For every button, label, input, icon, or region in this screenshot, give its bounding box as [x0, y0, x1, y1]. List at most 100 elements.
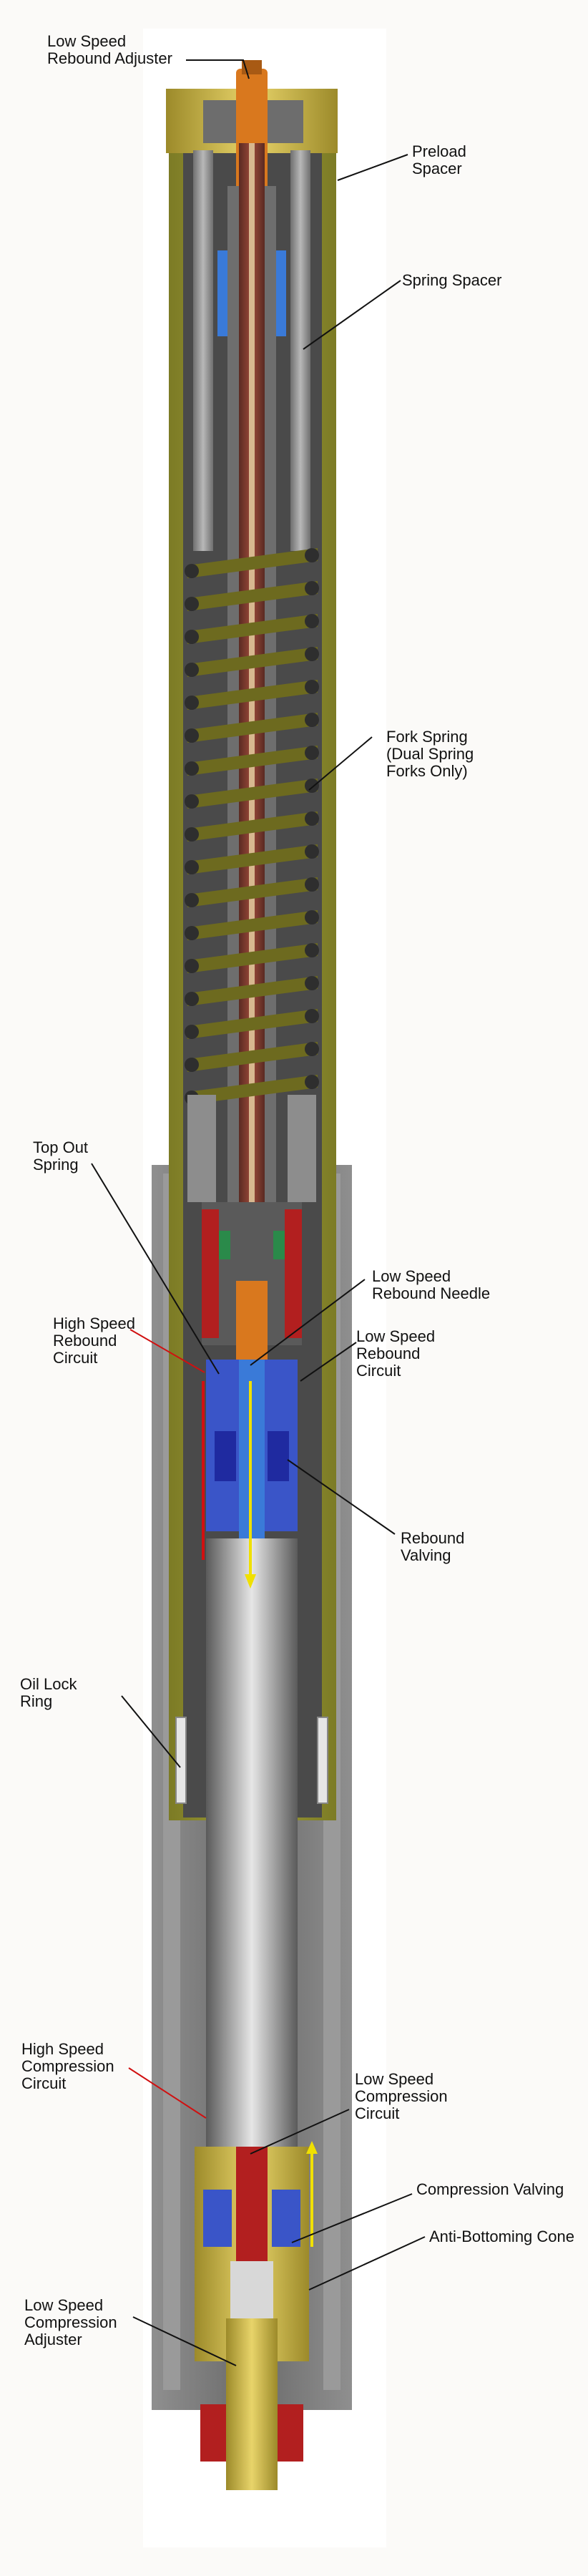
label-preload-spacer: Preload Spacer: [412, 142, 466, 177]
spring-coil: [187, 548, 318, 578]
leader-oil-lock-ring: [121, 1695, 181, 1768]
top-out-bracket-right: [288, 1095, 316, 1202]
spring-wire-section: [185, 860, 199, 874]
leader-low-speed-rebound-circuit: [300, 1342, 357, 1382]
spring-coil: [187, 811, 318, 841]
compression-valving-left: [203, 2190, 232, 2247]
label-high-speed-rebound-circuit: High Speed Rebound Circuit: [53, 1314, 135, 1367]
leader-low-speed-compression-circuit: [250, 2109, 350, 2155]
spring-coil: [187, 1009, 318, 1039]
leader-spring-spacer: [303, 280, 401, 350]
spring-wire-section: [185, 663, 199, 677]
leader-preload-spacer: [337, 154, 408, 181]
spring-coil: [187, 976, 318, 1006]
spring-wire-section: [305, 614, 319, 628]
label-low-speed-compression-adjuster: Low Speed Compression Adjuster: [24, 2296, 117, 2348]
compression-flow-head: [306, 2141, 318, 2154]
rebound-valving-shim-right: [268, 1431, 289, 1481]
top-out-spring-green-right: [273, 1231, 285, 1259]
label-compression-valving: Compression Valving: [416, 2180, 564, 2198]
spring-wire-section: [305, 877, 319, 892]
spring-coil: [187, 746, 318, 776]
low-speed-rebound-flow-head: [245, 1574, 256, 1589]
fork-spring: [185, 548, 319, 1105]
label-low-speed-compression-circuit: Low Speed Compression Circuit: [355, 2070, 448, 2122]
spring-wire-section: [185, 597, 199, 611]
spring-wire-section: [185, 1025, 199, 1039]
spring-wire-section: [305, 713, 319, 727]
spring-coil: [187, 779, 318, 809]
spring-coil: [187, 680, 318, 710]
lower-bore: [206, 1538, 298, 2168]
high-speed-rebound-red-left: [202, 1209, 219, 1338]
spring-wire-section: [305, 910, 319, 924]
high-speed-rebound-red-right: [285, 1209, 302, 1338]
leader-low-speed-compression-adjuster: [132, 2316, 237, 2366]
spring-wire-section: [185, 893, 199, 907]
label-high-speed-compression-circuit: High Speed Compression Circuit: [21, 2040, 114, 2092]
preload-spacer-left: [193, 150, 213, 551]
top-out-spring-green-left: [219, 1231, 230, 1259]
axle-stem: [226, 2318, 278, 2490]
spring-wire-section: [305, 746, 319, 760]
label-low-speed-rebound-needle: Low Speed Rebound Needle: [372, 1267, 491, 1302]
spring-coil: [187, 581, 318, 611]
spring-wire-section: [305, 976, 319, 990]
label-spring-spacer: Spring Spacer: [402, 271, 502, 289]
oil-lock-ring-right: [317, 1717, 328, 1804]
label-low-speed-rebound-adjuster: Low Speed Rebound Adjuster: [47, 32, 172, 67]
preload-accent-left: [217, 250, 227, 336]
spring-wire-section: [185, 728, 199, 743]
label-low-speed-rebound-circuit: Low Speed Rebound Circuit: [356, 1327, 436, 1380]
spring-wire-section: [305, 581, 319, 595]
spring-coil: [187, 877, 318, 907]
spring-wire-section: [185, 827, 199, 841]
spring-wire-section: [185, 696, 199, 710]
spring-wire-section: [305, 943, 319, 957]
leader-high-speed-rebound-circuit: [129, 1329, 205, 1373]
label-top-out-spring: Top Out Spring: [33, 1138, 89, 1174]
spring-wire-section: [185, 992, 199, 1006]
rebound-valving-shim-left: [215, 1431, 236, 1481]
leader-top-out-spring: [91, 1163, 220, 1375]
spring-wire-section: [185, 564, 199, 578]
spring-coil: [187, 910, 318, 940]
leader-rebound-valving: [287, 1459, 396, 1535]
label-rebound-valving: Rebound Valving: [401, 1529, 465, 1564]
spring-wire-section: [305, 844, 319, 859]
spring-coil: [187, 614, 318, 644]
leader-low-speed-rebound-adjuster: [186, 59, 250, 79]
spring-coil: [187, 713, 318, 743]
leader-low-speed-rebound-needle: [250, 1279, 366, 1366]
label-fork-spring: Fork Spring (Dual Spring Forks Only): [386, 728, 474, 780]
spring-wire-section: [305, 680, 319, 694]
spring-coil: [187, 844, 318, 874]
spring-wire-section: [305, 1042, 319, 1056]
spring-wire-section: [185, 1058, 199, 1072]
spring-wire-section: [185, 761, 199, 776]
spring-coil: [187, 1042, 318, 1072]
spring-wire-section: [305, 779, 319, 793]
spring-coil: [187, 1075, 318, 1105]
oil-lock-ring-left: [175, 1717, 187, 1804]
spring-coil: [187, 943, 318, 973]
leader-compression-valving: [291, 2193, 413, 2243]
spring-wire-section: [305, 1009, 319, 1023]
spring-wire-section: [185, 959, 199, 973]
top-out-bracket-left: [187, 1095, 216, 1202]
spring-wire-section: [305, 1075, 319, 1089]
spring-wire-section: [305, 647, 319, 661]
leader-high-speed-compression-circuit: [128, 2067, 207, 2119]
spring-wire-section: [185, 926, 199, 940]
spring-wire-section: [305, 548, 319, 562]
preload-accent-right: [276, 250, 286, 336]
spring-wire-section: [185, 794, 199, 809]
label-anti-bottoming-cone: Anti-Bottoming Cone: [429, 2228, 574, 2245]
leader-fork-spring: [308, 736, 373, 791]
spring-coil: [187, 647, 318, 677]
leader-anti-bottoming-cone: [308, 2236, 426, 2290]
label-oil-lock-ring: Oil Lock Ring: [20, 1675, 77, 1710]
leader-lines: [91, 59, 426, 2366]
